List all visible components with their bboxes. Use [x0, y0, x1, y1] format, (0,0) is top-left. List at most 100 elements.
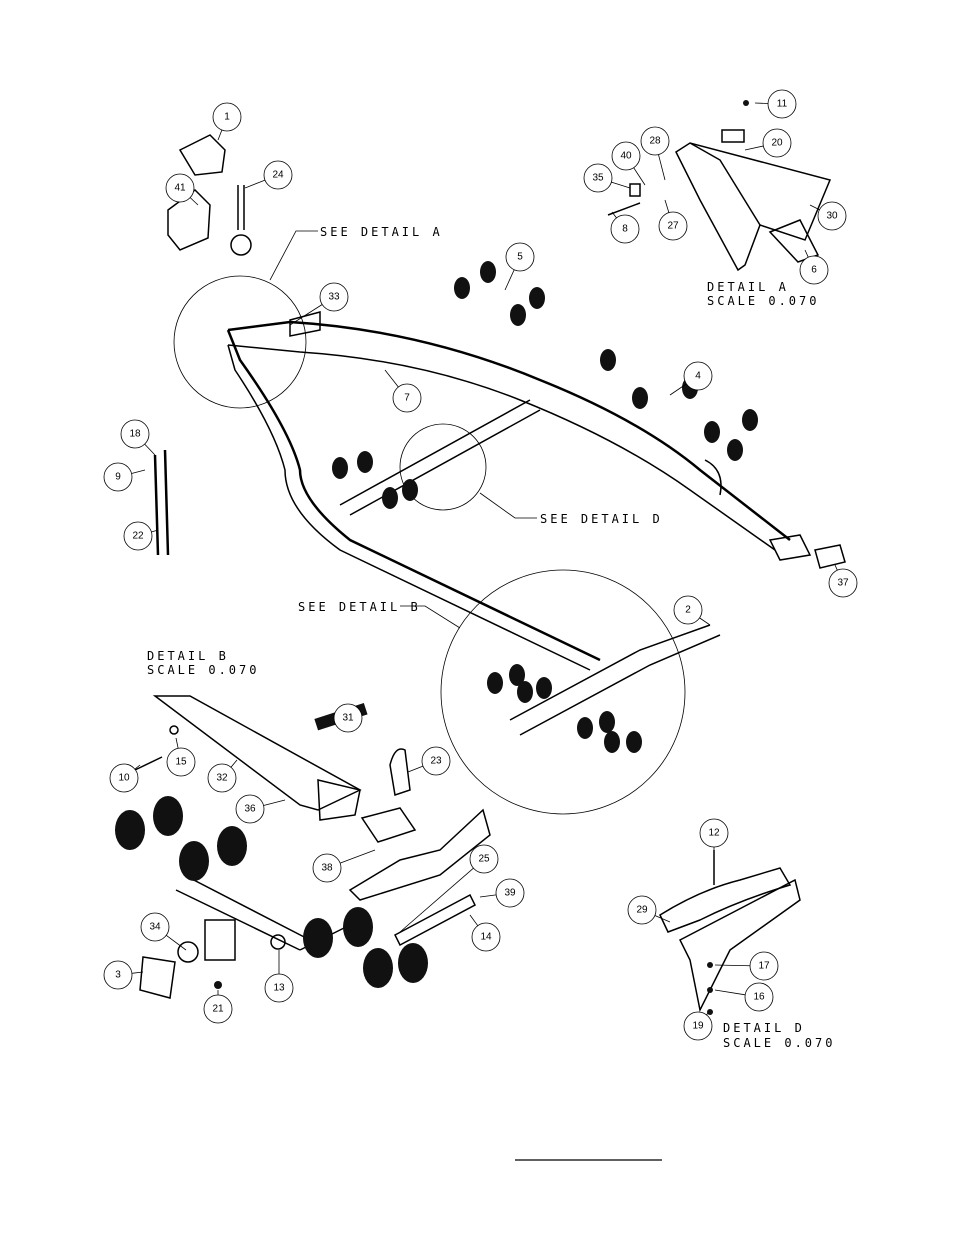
balloon-1: 1 — [212, 102, 242, 141]
balloon-leader — [669, 383, 687, 396]
balloon-circle — [828, 568, 858, 598]
balloon-leader — [479, 894, 497, 898]
balloon-leader — [809, 204, 820, 211]
balloon-5: 5 — [504, 242, 535, 291]
balloon-circle — [627, 895, 657, 925]
balloon-number: 28 — [649, 136, 661, 147]
detail-a-parts — [607, 100, 832, 272]
balloon-4: 4 — [669, 361, 713, 396]
part-37 — [814, 544, 846, 569]
balloon-leader — [217, 129, 223, 141]
balloon-39: 39 — [479, 878, 525, 908]
balloon-leader — [384, 369, 399, 388]
balloon-circle — [207, 763, 237, 793]
detail-d-scale: SCALE 0.070 — [723, 1036, 835, 1050]
balloon-circle — [611, 141, 641, 171]
balloon-leader — [714, 989, 746, 996]
balloon-number: 34 — [149, 922, 161, 933]
balloon-leader — [407, 765, 424, 773]
balloon-21: 21 — [203, 990, 233, 1024]
balloon-circle — [123, 521, 153, 551]
balloon-number: 38 — [321, 863, 333, 874]
balloon-circle — [319, 282, 349, 312]
balloon-leader — [654, 915, 671, 923]
balloon-33: 33 — [289, 282, 349, 326]
see-detail-d-label: SEE DETAIL D — [540, 512, 663, 526]
balloon-number: 33 — [328, 292, 340, 303]
balloon-leader — [131, 469, 146, 474]
balloon-leader — [834, 564, 838, 571]
roller-assembly-5 — [454, 261, 545, 326]
balloon-12: 12 — [699, 818, 729, 850]
balloon-leader — [611, 211, 617, 219]
balloon-number: 32 — [216, 773, 228, 784]
balloon-leader — [744, 145, 764, 151]
balloon-circle — [699, 818, 729, 848]
balloon-circle — [203, 994, 233, 1024]
balloon-number: 25 — [478, 854, 490, 865]
balloon-27: 27 — [658, 199, 688, 241]
balloon-circle — [799, 255, 829, 285]
detail-b-scale: SCALE 0.070 — [147, 663, 259, 677]
balloon-circle — [264, 973, 294, 1003]
balloon-leader — [166, 935, 187, 951]
balloon-circle — [583, 163, 613, 193]
balloon-circle — [817, 201, 847, 231]
balloon-circle — [109, 763, 139, 793]
balloon-leader — [131, 971, 144, 974]
balloon-number: 20 — [771, 138, 783, 149]
balloon-number: 17 — [758, 961, 770, 972]
balloon-25: 25 — [399, 844, 499, 933]
balloon-leader — [144, 443, 156, 456]
balloon-circle — [103, 960, 133, 990]
balloon-number: 12 — [708, 828, 720, 839]
balloon-circle — [333, 703, 363, 733]
balloon-number: 5 — [517, 252, 523, 263]
balloon-circle — [166, 747, 196, 777]
balloon-leader — [175, 737, 179, 749]
balloon-9: 9 — [103, 462, 146, 492]
balloon-number: 4 — [695, 371, 701, 382]
balloon-number: 6 — [811, 265, 817, 276]
roller-assembly-detail-b-small — [487, 664, 642, 753]
balloon-leader — [611, 181, 631, 189]
detail-a-scale: SCALE 0.070 — [707, 294, 819, 308]
balloon-16: 16 — [714, 982, 774, 1012]
detail-a-leader — [269, 230, 318, 281]
roller-assembly-frame — [332, 451, 418, 509]
balloon-38: 38 — [312, 849, 376, 883]
balloon-leader — [244, 179, 266, 189]
balloon-8: 8 — [610, 211, 640, 244]
balloon-20: 20 — [744, 128, 792, 158]
balloon-circle — [767, 89, 797, 119]
balloon-circle — [640, 126, 670, 156]
balloon-circle — [235, 794, 265, 824]
balloon-30: 30 — [809, 201, 847, 231]
detail-d-title: DETAIL D — [723, 1021, 805, 1035]
balloon-leader — [263, 799, 286, 806]
balloon-number: 8 — [622, 224, 628, 235]
balloon-29: 29 — [627, 895, 671, 925]
balloon-3: 3 — [103, 960, 144, 990]
balloon-leader — [714, 964, 751, 967]
balloon-circle — [471, 922, 501, 952]
balloon-leader — [699, 617, 711, 626]
balloon-17: 17 — [714, 951, 779, 981]
detail-b-rollers — [115, 796, 428, 988]
strap-parts — [153, 449, 170, 556]
balloon-leader — [664, 199, 670, 213]
balloon-circle — [103, 462, 133, 492]
balloon-number: 36 — [244, 804, 256, 815]
detail-a-circle — [173, 275, 307, 409]
trailer-frame — [226, 311, 812, 671]
detail-b-circle — [440, 569, 686, 815]
detail-d-parts — [659, 850, 801, 1015]
balloon-number: 19 — [692, 1021, 704, 1032]
balloon-circle — [749, 951, 779, 981]
balloon-number: 24 — [272, 170, 284, 181]
balloon-leader — [134, 764, 141, 770]
balloon-circle — [312, 853, 342, 883]
winch-parts — [167, 134, 252, 256]
